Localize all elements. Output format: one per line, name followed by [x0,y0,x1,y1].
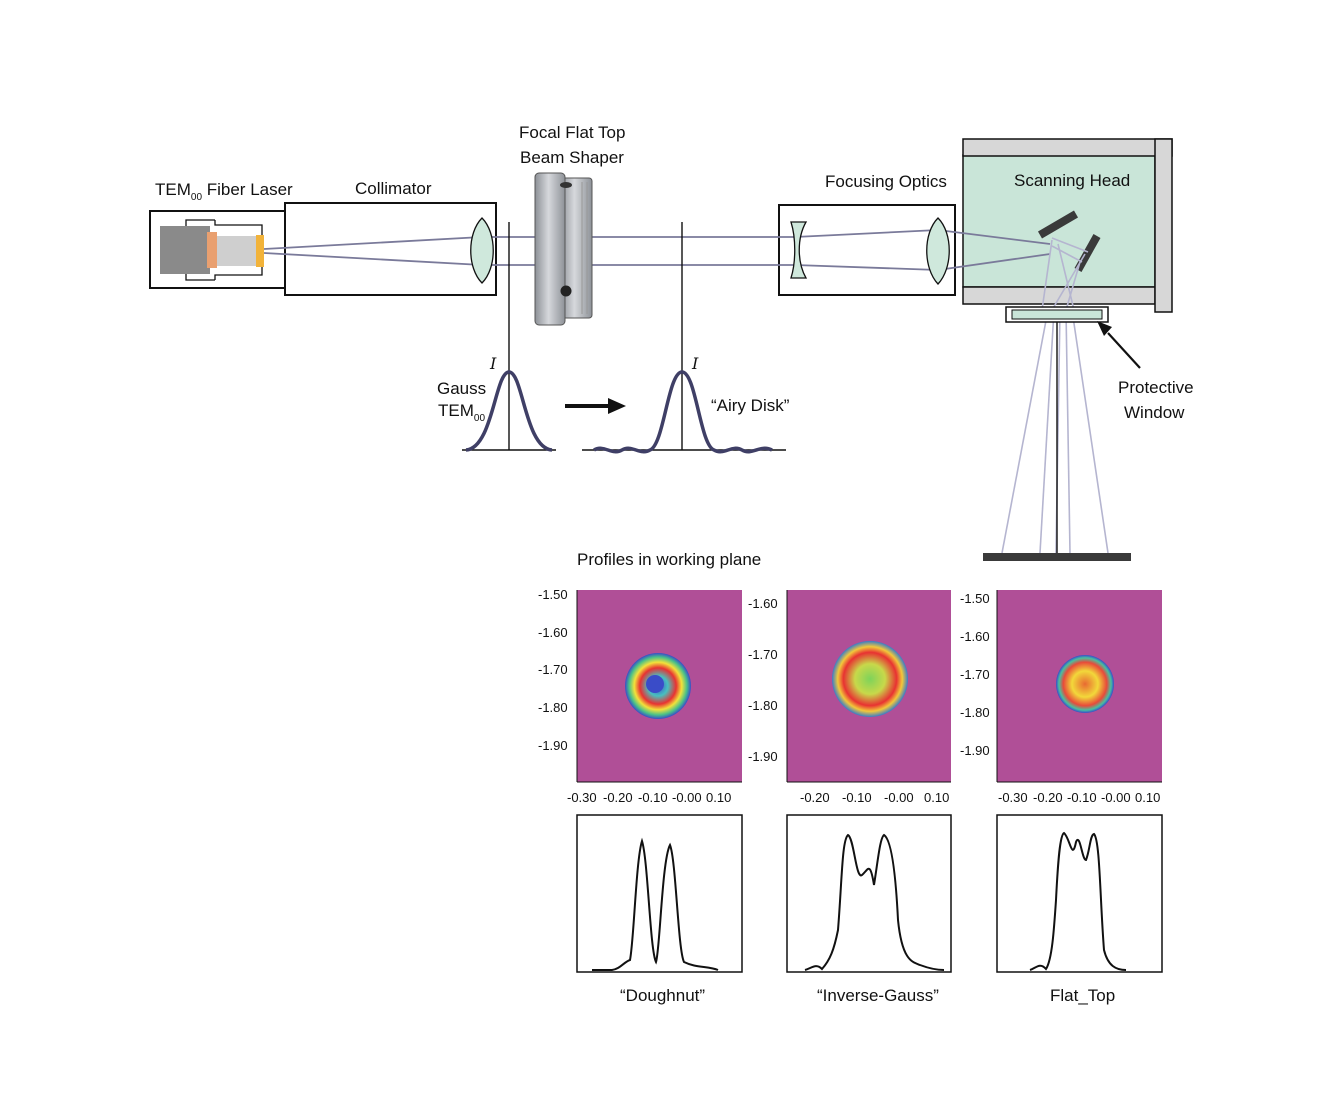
x-tick: -0.10 [842,790,872,805]
fiber-laser-label: TEM00 Fiber Laser [155,180,293,203]
airy-disk-label: “Airy Disk” [711,396,790,415]
scan-mirror-2 [1074,234,1101,272]
y-tick: -1.90 [748,749,778,764]
focusing-optics-label: Focusing Optics [825,172,947,191]
profile-name-flat-top: Flat_Top [1050,986,1115,1005]
y-tick: -1.50 [538,587,568,602]
transform-arrow-head [608,398,626,414]
y-tick: -1.80 [960,705,990,720]
gauss-curve [465,370,553,452]
heatmap-doughnut [576,590,742,783]
y-tick: -1.60 [960,629,990,644]
flat-top-beam-shaper [534,172,593,326]
x-tick: -0.30 [998,790,1028,805]
profile-curve-doughnut [592,837,719,971]
profile-name-inverse-gauss: “Inverse-Gauss” [817,986,939,1005]
heatmap-inverse-gauss-x-ticks: -0.20 -0.10 -0.00 0.10 [800,790,949,805]
profile-curve-flat-top [1029,831,1127,971]
focusing-lens-convex [926,217,950,285]
y-tick: -1.90 [960,743,990,758]
y-tick: -1.80 [538,700,568,715]
work-plane [983,553,1131,561]
y-tick: -1.80 [748,698,778,713]
x-tick: -0.10 [638,790,668,805]
y-tick: -1.60 [748,596,778,611]
heatmap-inverse-gauss [786,590,951,783]
heatmap-flat-top-y-ticks: -1.50 -1.60 -1.70 -1.80 -1.90 [960,591,990,758]
focusing-optics-housing [778,204,956,296]
x-tick: 0.10 [706,790,731,805]
profile-name-doughnut: “Doughnut” [620,986,705,1005]
x-tick: 0.10 [1135,790,1160,805]
gauss-label-2: TEM00 [438,401,485,424]
protective-window [1005,306,1109,323]
x-tick: -0.10 [1067,790,1097,805]
y-tick: -1.70 [960,667,990,682]
profile-curve-inverse-gauss [804,833,945,971]
y-tick: -1.70 [748,647,778,662]
protective-window-label-2: Window [1124,403,1185,422]
beam-shaper-label-1: Focal Flat Top [519,123,625,142]
heatmap-inverse-gauss-y-ticks: -1.60 -1.70 -1.80 -1.90 [748,596,778,764]
fiber-laser [149,210,286,289]
heatmap-doughnut-y-ticks: -1.50 -1.60 -1.70 -1.80 -1.90 [538,587,568,753]
x-tick: -0.20 [1033,790,1063,805]
collimator-housing [284,202,497,296]
beam-path [263,229,1051,271]
scanning-head [962,138,1173,313]
profiles-title: Profiles in working plane [577,550,761,569]
x-tick: -0.00 [672,790,702,805]
gauss-label-1: Gauss [437,379,486,398]
arrow-head [1097,321,1112,336]
y-tick: -1.90 [538,738,568,753]
y-tick: -1.50 [960,591,990,606]
x-tick: -0.00 [1101,790,1131,805]
heatmap-flat-top-x-ticks: -0.30 -0.20 -0.10 -0.00 0.10 [998,790,1160,805]
gauss-intensity-symbol: I [489,354,497,373]
airy-intensity-symbol: I [691,354,699,373]
x-tick: -0.20 [800,790,830,805]
profile-box-inverse-gauss [786,814,952,973]
beam-shaper-label-2: Beam Shaper [520,148,624,167]
protective-window-arrow [1107,332,1141,369]
scan-rays [1001,237,1109,554]
focusing-lens-concave [790,221,808,279]
protective-window-label-1: Protective [1118,378,1194,397]
heatmap-doughnut-x-ticks: -0.30 -0.20 -0.10 -0.00 0.10 [567,790,731,805]
y-tick: -1.70 [538,662,568,677]
x-tick: -0.00 [884,790,914,805]
x-tick: -0.30 [567,790,597,805]
scanning-head-label: Scanning Head [1014,171,1130,190]
profile-box-flat-top [996,814,1163,973]
y-tick: -1.60 [538,625,568,640]
collimator-lens [470,217,494,284]
airy-curve [593,370,773,454]
profile-box-doughnut [576,814,743,973]
collimator-label: Collimator [355,179,432,198]
heatmap-flat-top [996,590,1162,783]
x-tick: -0.20 [603,790,633,805]
x-tick: 0.10 [924,790,949,805]
scan-mirror-1 [1037,210,1079,239]
